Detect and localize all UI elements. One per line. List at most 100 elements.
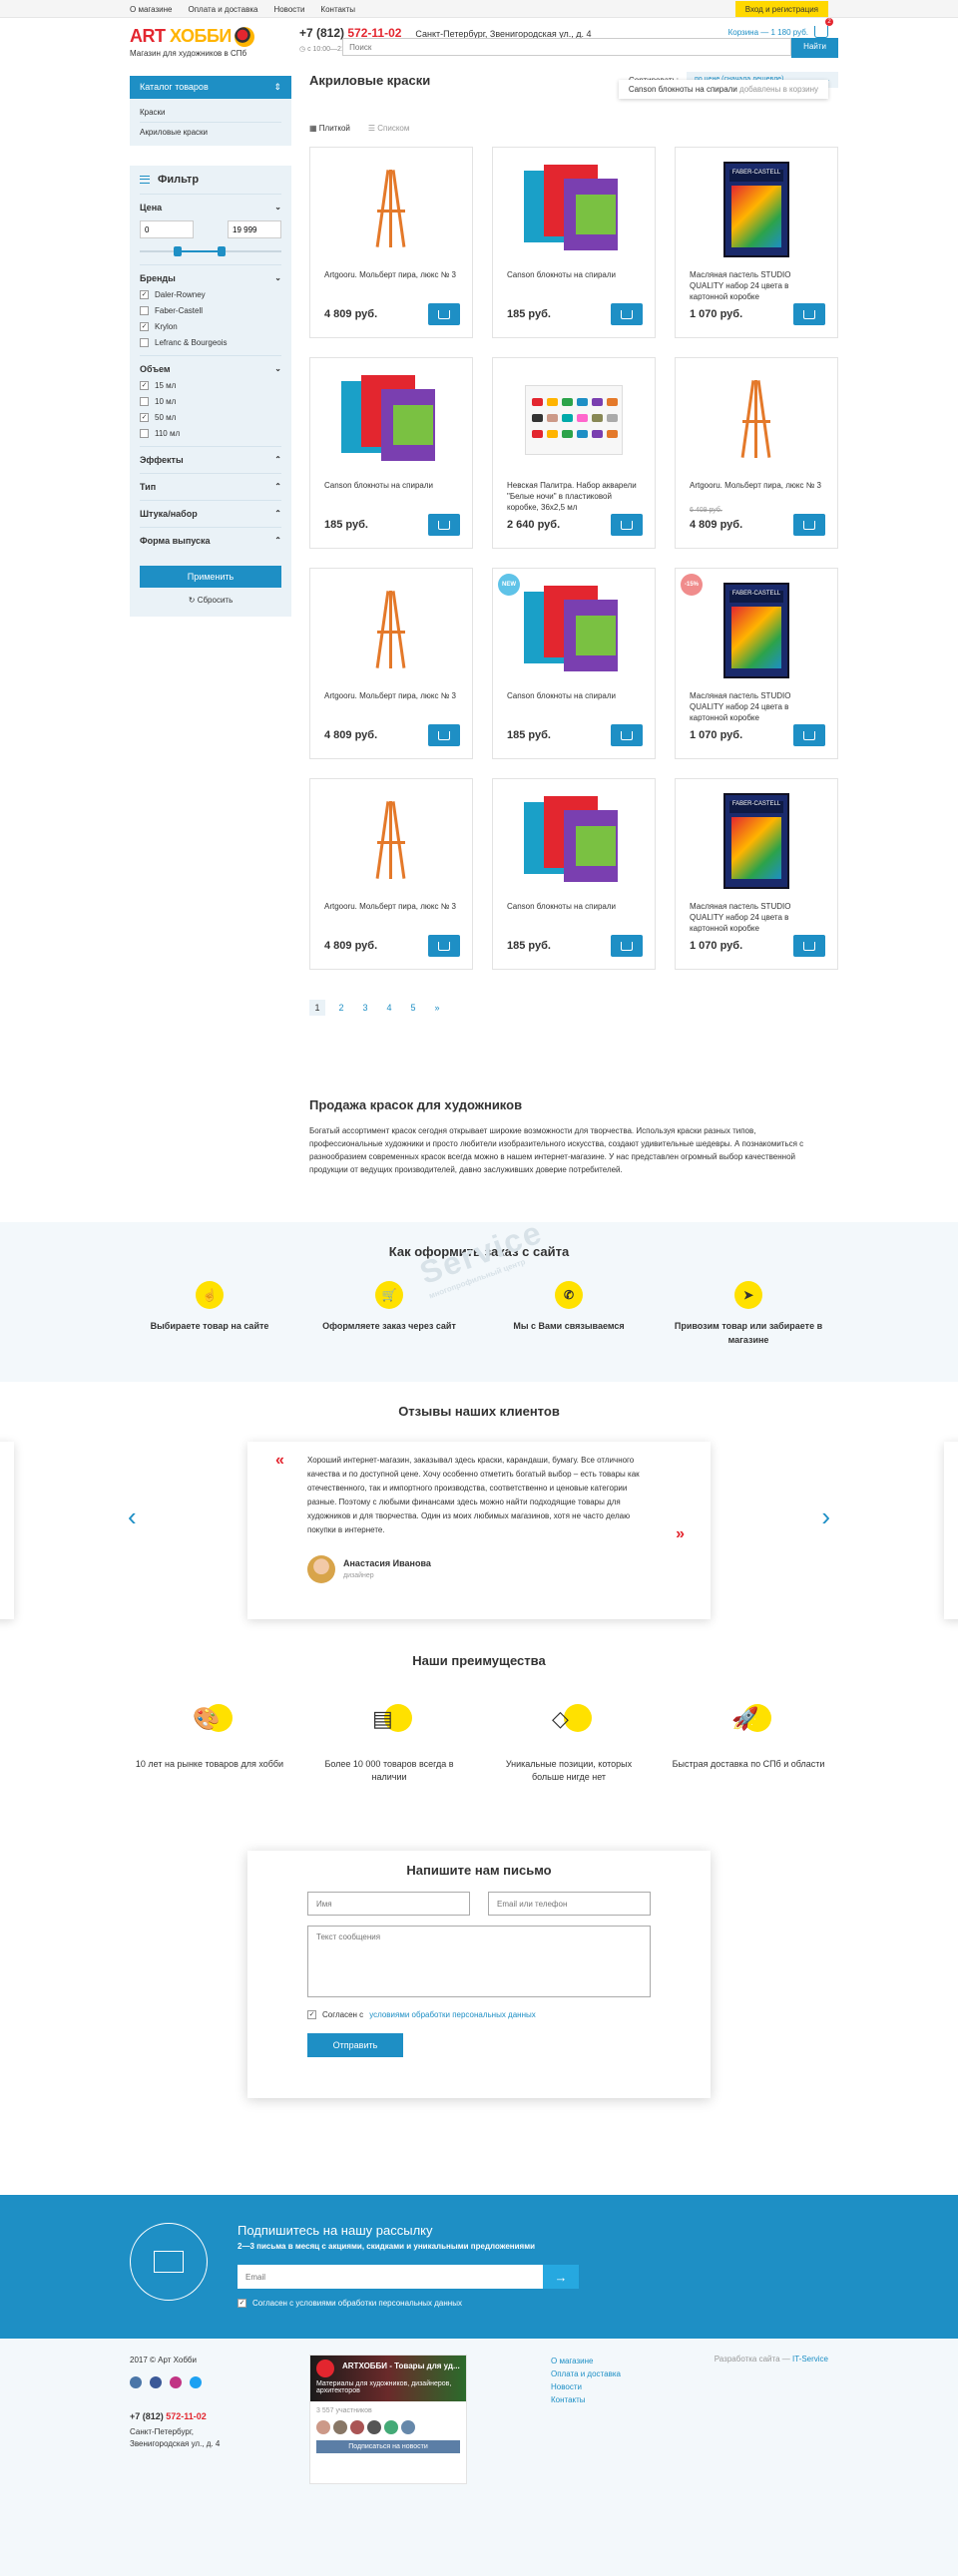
checkbox[interactable]: ✓ xyxy=(140,413,149,422)
add-to-cart-button[interactable] xyxy=(428,724,460,746)
product-name[interactable]: Масляная пастель STUDIO QUALITY набор 24… xyxy=(690,902,791,933)
filter-piece[interactable]: Штука/набор⌃ xyxy=(140,501,281,528)
filter-form[interactable]: Форма выпуска⌃ xyxy=(140,536,281,546)
footer-link[interactable]: Новости xyxy=(551,2382,582,2391)
contact-input[interactable] xyxy=(488,1892,651,1916)
product-name[interactable]: Невская Палитра. Набор акварели "Белые н… xyxy=(507,481,637,512)
login-button[interactable]: Вход и регистрация xyxy=(734,1,828,17)
agree-checkbox[interactable]: ✓ xyxy=(238,2299,246,2308)
send-button[interactable]: Отправить xyxy=(307,2033,403,2057)
top-link-news[interactable]: Новости xyxy=(273,4,305,14)
product-name[interactable]: Масляная пастель STUDIO QUALITY набор 24… xyxy=(690,691,791,722)
vk-widget[interactable]: ARTХОББИ - Товары для уд...Материалы для… xyxy=(309,2355,467,2484)
price-min-input[interactable] xyxy=(140,220,194,238)
footer-link[interactable]: О магазине xyxy=(551,2357,594,2365)
price-max-input[interactable] xyxy=(228,220,281,238)
footer-link[interactable]: Оплата и доставка xyxy=(551,2369,621,2378)
filter-price-toggle[interactable]: Цена⌄ xyxy=(140,203,281,213)
filter-checkbox[interactable]: Lefranc & Bourgeois xyxy=(140,338,281,347)
top-link-contacts[interactable]: Контакты xyxy=(320,4,355,14)
add-to-cart-button[interactable] xyxy=(611,514,643,536)
pager-page[interactable]: 3 xyxy=(362,1003,368,1013)
add-to-cart-button[interactable] xyxy=(611,935,643,957)
checkbox[interactable]: ✓ xyxy=(140,290,149,299)
facebook-icon[interactable] xyxy=(150,2376,162,2388)
add-to-cart-button[interactable] xyxy=(793,935,825,957)
slider-handle-min[interactable] xyxy=(174,246,182,256)
product-name[interactable]: Artgooru. Мольберт пира, люкс № 3 xyxy=(324,691,456,700)
name-input[interactable] xyxy=(307,1892,470,1916)
add-to-cart-button[interactable] xyxy=(611,724,643,746)
apply-filter-button[interactable]: Применить xyxy=(140,566,281,588)
reset-filter-button[interactable]: ↻ Сбросить xyxy=(188,596,234,605)
product-card[interactable]: Невская Палитра. Набор акварели "Белые н… xyxy=(492,357,656,549)
vk-subscribe-button[interactable]: Подписаться на новости xyxy=(316,2440,460,2453)
product-name[interactable]: Canson блокноты на спирали xyxy=(507,691,616,700)
subscribe-submit-button[interactable]: → xyxy=(543,2265,579,2289)
checkbox[interactable]: ✓ xyxy=(140,381,149,390)
privacy-link[interactable]: условиями обработки персональных данных xyxy=(369,2010,536,2019)
product-name[interactable]: Artgooru. Мольберт пира, люкс № 3 xyxy=(324,902,456,911)
slider-handle-max[interactable] xyxy=(218,246,226,256)
view-list[interactable]: ☰ Списком xyxy=(367,124,410,133)
checkbox[interactable]: ✓ xyxy=(140,322,149,331)
logo[interactable]: ART ХОББИ Магазин для художников в СПб xyxy=(130,26,299,58)
prev-arrow-icon[interactable]: ‹ xyxy=(128,1502,137,1531)
agree-checkbox[interactable]: ✓ xyxy=(307,2010,316,2019)
view-tiles[interactable]: ▦ Плиткой xyxy=(309,124,350,133)
filter-checkbox[interactable]: Faber-Castell xyxy=(140,306,281,315)
vk-icon[interactable] xyxy=(130,2376,142,2388)
footer-link[interactable]: Контакты xyxy=(551,2395,586,2404)
add-to-cart-button[interactable] xyxy=(428,514,460,536)
subscribe-agree[interactable]: ✓Согласен с условиями обработки персонал… xyxy=(238,2299,462,2308)
filter-volume-toggle[interactable]: Объем⌄ xyxy=(140,364,281,374)
category-item[interactable]: Акриловые краски xyxy=(140,128,208,137)
twitter-icon[interactable] xyxy=(190,2376,202,2388)
next-arrow-icon[interactable]: › xyxy=(821,1502,830,1531)
filter-type[interactable]: Тип⌃ xyxy=(140,474,281,501)
catalog-button[interactable]: Каталог товаров⇕ xyxy=(130,76,291,99)
filter-checkbox[interactable]: 110 мл xyxy=(140,429,281,438)
pager-page[interactable]: 1 xyxy=(309,1000,325,1016)
product-name[interactable]: Canson блокноты на спирали xyxy=(507,902,616,911)
filter-checkbox[interactable]: ✓15 мл xyxy=(140,381,177,390)
checkbox[interactable] xyxy=(140,429,149,438)
price-slider[interactable] xyxy=(140,246,281,256)
subscribe-email-input[interactable] xyxy=(238,2265,543,2289)
pager-next[interactable]: » xyxy=(434,1003,440,1013)
add-to-cart-button[interactable] xyxy=(793,724,825,746)
footer-phone[interactable]: +7 (812) 572-11-02 xyxy=(130,2411,207,2421)
filter-effects[interactable]: Эффекты⌃ xyxy=(140,447,281,474)
search-input[interactable] xyxy=(342,38,792,56)
pager-page[interactable]: 4 xyxy=(386,1003,392,1013)
header-phone[interactable]: +7 (812) 572-11-02 xyxy=(299,26,402,40)
filter-checkbox[interactable]: 10 мл xyxy=(140,397,281,406)
top-link-about[interactable]: О магазине xyxy=(130,4,173,14)
search-button[interactable]: Найти xyxy=(791,38,838,58)
developer-credit[interactable]: Разработка сайта — IT-Service xyxy=(714,2355,828,2363)
add-to-cart-button[interactable] xyxy=(793,514,825,536)
product-name[interactable]: Artgooru. Мольберт пира, люкс № 3 xyxy=(324,270,456,279)
pager-page[interactable]: 2 xyxy=(338,1003,344,1013)
filter-brands-toggle[interactable]: Бренды⌄ xyxy=(140,273,281,283)
top-link-delivery[interactable]: Оплата и доставка xyxy=(188,4,258,14)
add-to-cart-button[interactable] xyxy=(793,303,825,325)
filter-checkbox[interactable]: ✓Krylon xyxy=(140,322,178,331)
product-name[interactable]: Artgooru. Мольберт пира, люкс № 3 xyxy=(690,481,821,490)
form-agree[interactable]: ✓Согласен с условиями обработки персонал… xyxy=(307,2010,536,2019)
checkbox[interactable] xyxy=(140,306,149,315)
checkbox[interactable] xyxy=(140,397,149,406)
pager-page[interactable]: 5 xyxy=(410,1003,416,1013)
add-to-cart-button[interactable] xyxy=(428,935,460,957)
product-name[interactable]: Canson блокноты на спирали xyxy=(324,481,433,490)
checkbox[interactable] xyxy=(140,338,149,347)
